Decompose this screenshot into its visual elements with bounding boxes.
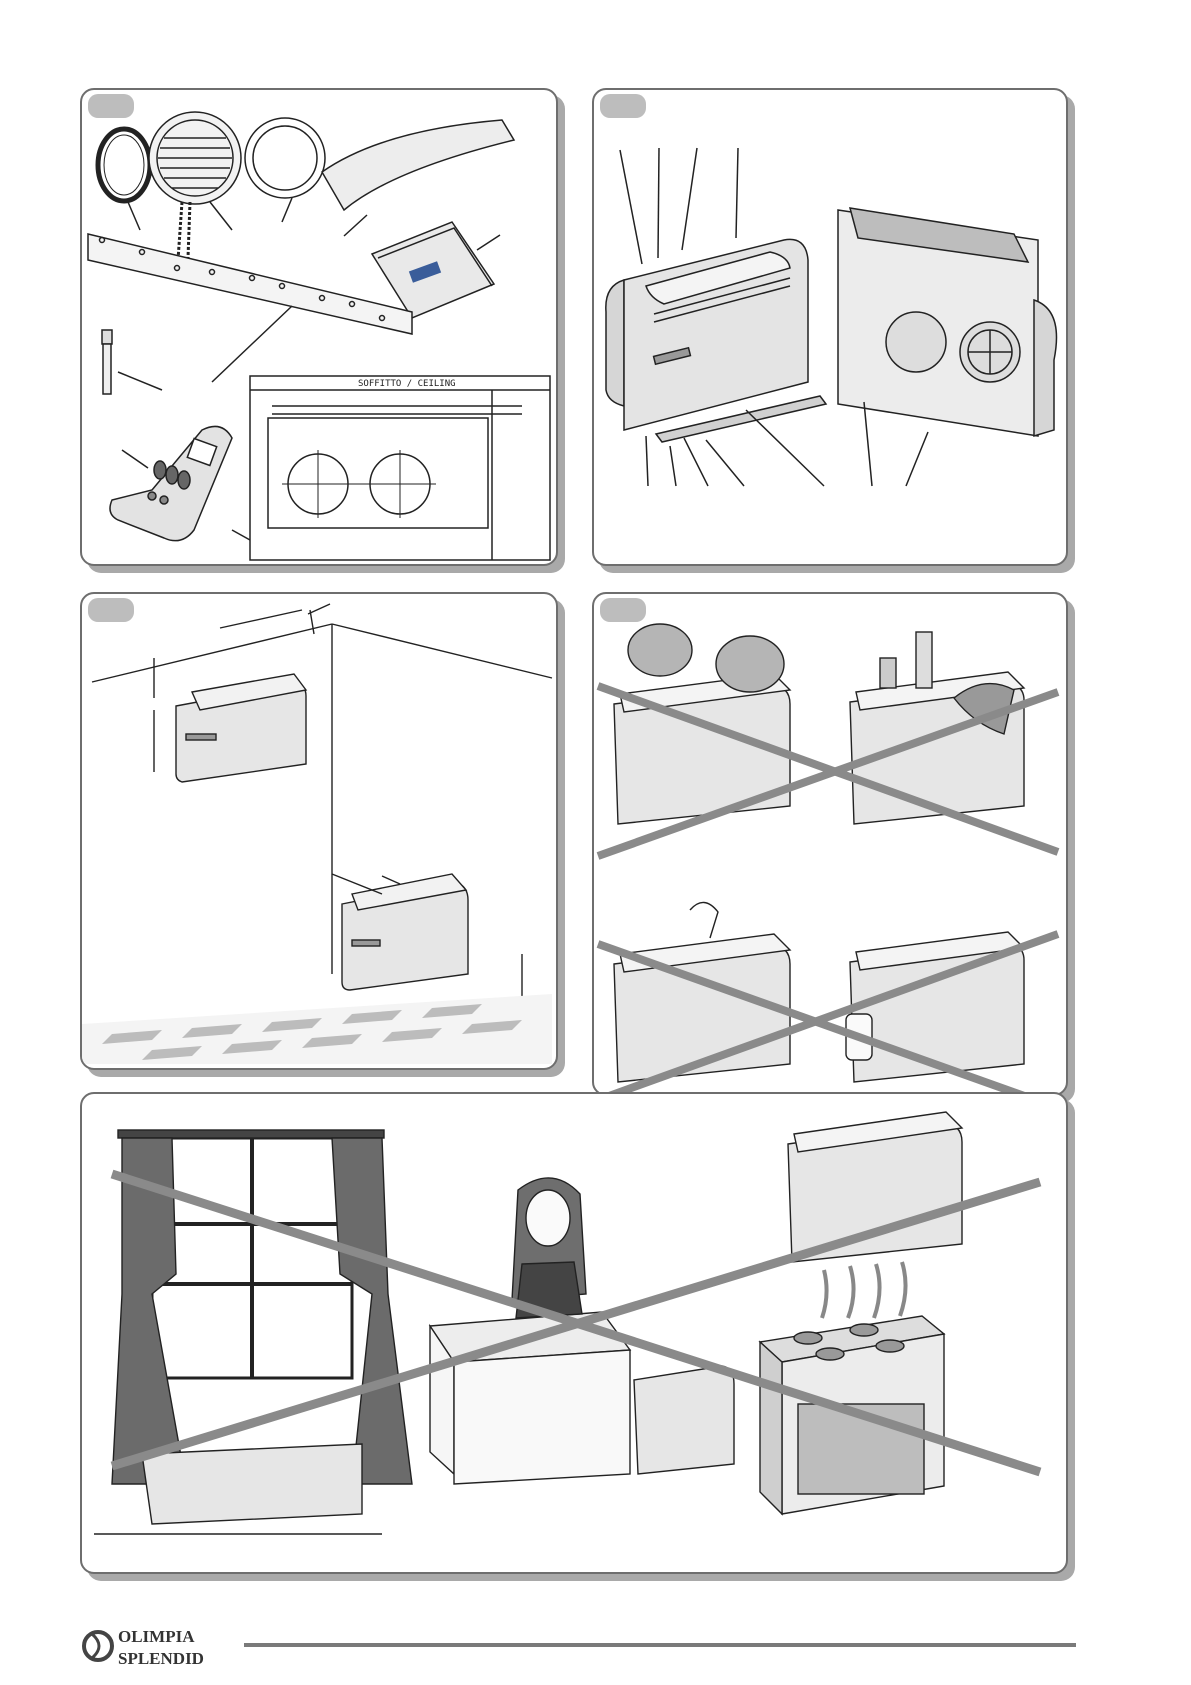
panel-components <box>592 88 1068 566</box>
checkered-floor-icon <box>82 994 552 1064</box>
unit-blocked-hand-icon <box>614 902 790 1082</box>
panel-accessories: SOFFITTO / CEILING <box>80 88 558 566</box>
mounting-bracket-icon <box>88 234 412 382</box>
accessories-illustration: SOFFITTO / CEILING <box>82 90 556 564</box>
wall-unit-upper-icon <box>176 674 306 782</box>
panel-tab <box>88 94 134 118</box>
flange-ring-icon <box>245 118 325 222</box>
low-unit-icon <box>634 1366 734 1474</box>
vent-grille-icon <box>149 112 241 260</box>
drilling-template-drawing <box>232 376 550 560</box>
footer-rule <box>244 1643 1076 1647</box>
drawing-ceiling-label: SOFFITTO / CEILING <box>358 379 456 389</box>
floor-unit-icon <box>342 874 468 990</box>
unit-with-bottle-icon <box>850 632 1024 824</box>
panel-tab <box>600 94 646 118</box>
panel-warnings-objects <box>592 592 1068 1096</box>
panel-placement <box>80 1092 1068 1574</box>
placement-illustration <box>82 1094 1066 1572</box>
rear-unit-icon <box>838 208 1057 436</box>
panel-tab <box>600 598 646 622</box>
manual-booklet-icon <box>372 222 500 318</box>
insulation-sheet-icon <box>322 120 514 236</box>
split-ring-icon <box>98 129 150 230</box>
brand-line-1: OLIMPIA <box>118 1627 195 1646</box>
front-unit-icon <box>606 239 826 442</box>
wall-plug-icon <box>102 330 162 394</box>
panel-clearances <box>80 592 558 1070</box>
brand-line-2: SPLENDID <box>118 1649 204 1668</box>
remote-control-icon <box>110 426 232 540</box>
warnings-illustration <box>594 594 1066 1094</box>
components-illustration <box>594 90 1066 564</box>
panel-tab <box>88 598 134 622</box>
brand-logo: OLIMPIA SPLENDID <box>80 1620 250 1672</box>
brand-mark-icon: OLIMPIA SPLENDID <box>80 1620 250 1672</box>
clearances-illustration <box>82 594 556 1068</box>
